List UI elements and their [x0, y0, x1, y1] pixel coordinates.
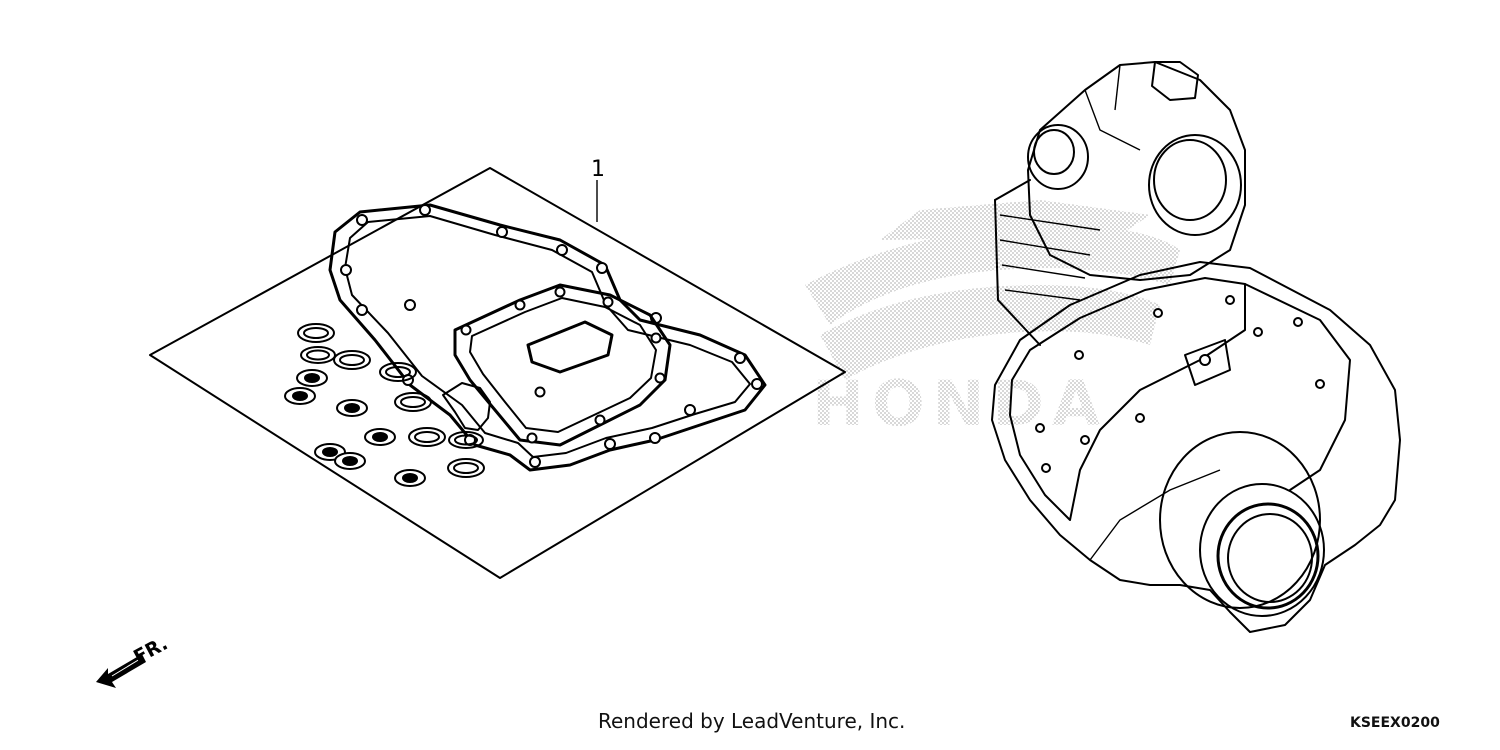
gasket-kit-sheet: [149, 167, 846, 579]
bracket-gasket: [442, 382, 491, 431]
render-credit: Rendered by LeadVenture, Inc.: [598, 709, 906, 733]
crankcase-gasket: [328, 203, 767, 472]
o-rings-group: [284, 323, 485, 487]
diagram-code: KSEEX0200: [1350, 715, 1440, 731]
engine-assembly-illustration: [991, 61, 1401, 633]
inspection-gasket: [526, 320, 614, 374]
honda-watermark-text: HONDA: [812, 367, 1108, 440]
honda-wing-logo-icon: [805, 200, 1180, 380]
cover-gasket: [453, 283, 672, 447]
front-direction-arrow-icon: [96, 654, 146, 688]
callout-1-label: 1: [591, 157, 605, 182]
